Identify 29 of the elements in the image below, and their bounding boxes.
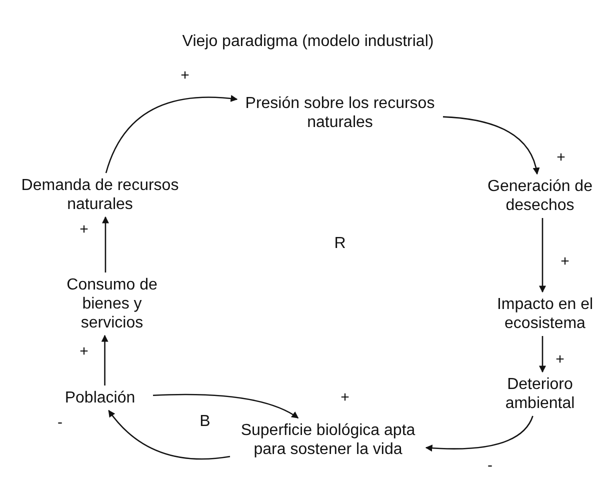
variable-label: Presión sobre los recursos naturales — [240, 94, 440, 132]
causal-arrow — [539, 218, 546, 293]
diagram-title: Viejo paradigma (modelo industrial) — [182, 34, 434, 50]
causal-arrow — [102, 216, 109, 272]
polarity-sign: + — [556, 352, 564, 368]
variable-label: Deterioro ambiental — [485, 375, 595, 413]
polarity-sign: + — [80, 344, 88, 360]
causal-arrow — [101, 334, 108, 386]
variable-label: Superficie biológica apta para sostener la vida — [233, 421, 423, 459]
causal-arrow — [539, 336, 546, 373]
variable-label: Población — [50, 388, 150, 408]
polarity-sign: + — [340, 390, 350, 406]
causal-arrow — [108, 410, 230, 460]
variable-label: Consumo de bienes y servicios — [57, 276, 167, 332]
causal-arrow — [105, 95, 238, 174]
polarity-sign: - — [488, 458, 492, 474]
variable-label: Generación de desechos — [485, 177, 595, 215]
polarity-sign: - — [58, 415, 62, 431]
loop-label: R — [334, 236, 346, 252]
polarity-sign: + — [80, 222, 88, 238]
variable-label: Impacto en el ecosistema — [480, 295, 610, 333]
causal-arrow — [425, 416, 534, 452]
variable-label: Demanda de recursos naturales — [15, 176, 185, 214]
loop-label: B — [200, 414, 210, 430]
polarity-sign: + — [556, 150, 566, 166]
causal-arrow — [152, 394, 299, 419]
polarity-sign: + — [180, 68, 190, 84]
causal-arrow — [442, 116, 540, 175]
polarity-sign: + — [560, 254, 570, 270]
